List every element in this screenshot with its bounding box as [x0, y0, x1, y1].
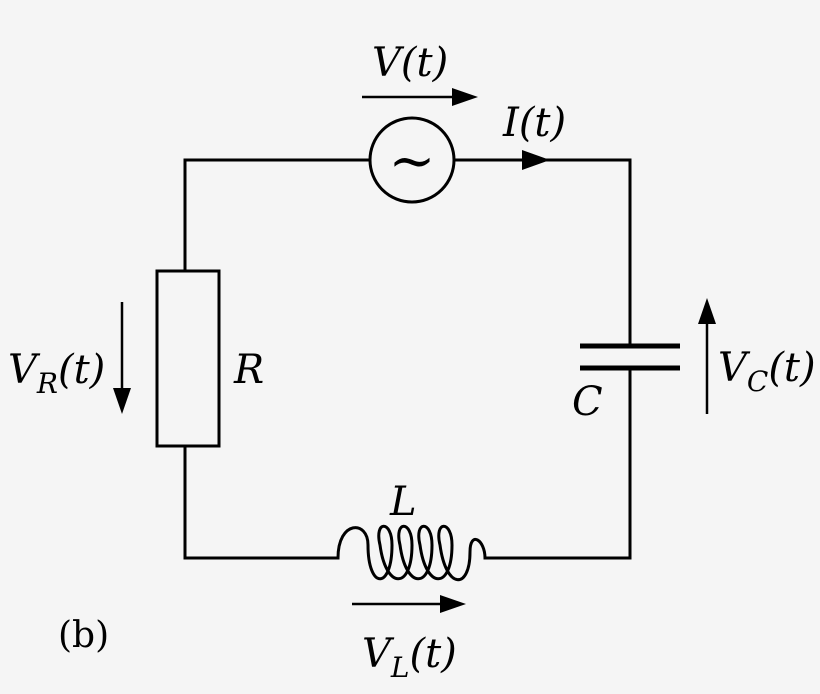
capacitor-voltage-label-main: V — [718, 345, 751, 391]
inductor-voltage-label-main: V — [362, 631, 395, 677]
inductor-voltage-arrow-head — [440, 595, 466, 613]
source-circle — [368, 116, 456, 204]
resistor-voltage-label-sub: R — [36, 367, 58, 400]
capacitor — [580, 343, 680, 371]
current-label-arg: (t) — [519, 100, 566, 146]
source-voltage-arrow — [362, 88, 478, 106]
inductor-voltage-label-arg: (t) — [409, 631, 456, 677]
inductor-name-label: L — [389, 479, 417, 525]
current-label: I(t) — [502, 100, 566, 146]
inductor-voltage-label-sub: L — [390, 651, 410, 684]
resistor-voltage-label-main: V — [8, 347, 41, 393]
inductor-voltage-arrow — [352, 595, 466, 613]
resistor-voltage-arrow — [113, 302, 131, 414]
inductor-voltage-label: VL(t) — [362, 631, 457, 684]
current-arrow — [522, 150, 550, 170]
capacitor-voltage-arrow-head — [698, 298, 716, 324]
circuit-wires — [183, 158, 632, 560]
ac-source: ~ — [343, 116, 456, 204]
resistor-name-label: R — [233, 347, 264, 393]
panel-label: (b) — [58, 615, 109, 656]
resistor-voltage-label-arg: (t) — [58, 347, 105, 393]
resistor-voltage-arrow-head — [113, 388, 131, 414]
resistor-voltage-label: VR(t) — [8, 347, 105, 400]
current-arrow-head — [522, 150, 550, 170]
inductor-coil — [336, 524, 487, 582]
capacitor-voltage-label-arg: (t) — [768, 345, 815, 391]
resistor-body — [155, 269, 221, 448]
capacitor-voltage-label: VC(t) — [718, 345, 816, 398]
capacitor-name-label: C — [572, 379, 603, 425]
source-tilde-symbol: ~ — [389, 129, 436, 194]
source-voltage-label-arg: (t) — [401, 40, 448, 86]
source-voltage-label: V(t) — [372, 40, 448, 86]
source-voltage-label-main: V — [372, 40, 405, 86]
capacitor-voltage-arrow — [698, 298, 716, 414]
resistor — [155, 269, 221, 448]
current-label-main: I — [502, 100, 520, 146]
inductor — [336, 524, 487, 582]
capacitor-voltage-label-sub: C — [747, 365, 768, 398]
source-voltage-arrow-head — [452, 88, 478, 106]
